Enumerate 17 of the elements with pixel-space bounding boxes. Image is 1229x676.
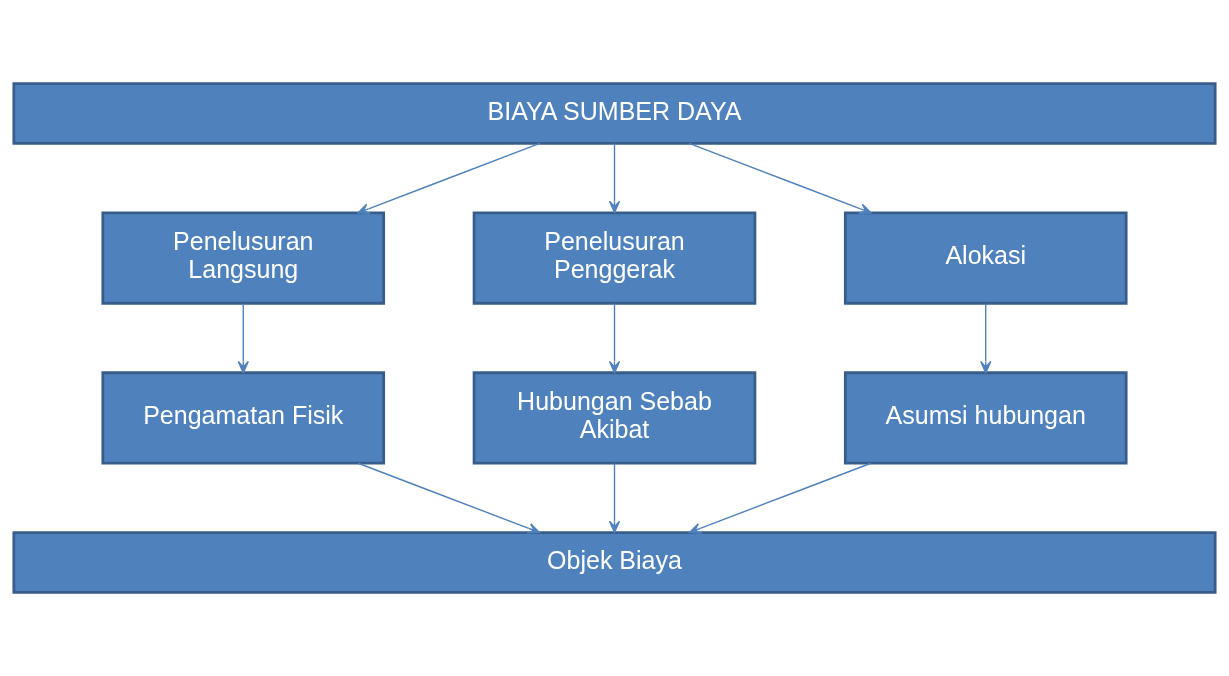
node-box: Pengamatan Fisik [101, 371, 386, 465]
arrow [237, 302, 249, 374]
node-box: Hubungan Sebab Akibat [472, 371, 757, 465]
node-box: BIAYA SUMBER DAYA [12, 82, 1217, 145]
arrow [688, 462, 872, 534]
arrow [980, 302, 992, 374]
arrow [608, 142, 621, 214]
arrow [688, 142, 872, 215]
node-box: Alokasi [843, 211, 1128, 305]
arrow [608, 302, 621, 374]
node-box: Penelusuran Penggerak [472, 211, 757, 305]
arrow [357, 462, 541, 534]
node-box: Objek Biaya [12, 531, 1217, 594]
node-box: Penelusuran Langsung [101, 211, 386, 305]
arrow [608, 462, 621, 533]
arrow [357, 142, 541, 215]
node-box: Asumsi hubungan [843, 371, 1128, 465]
